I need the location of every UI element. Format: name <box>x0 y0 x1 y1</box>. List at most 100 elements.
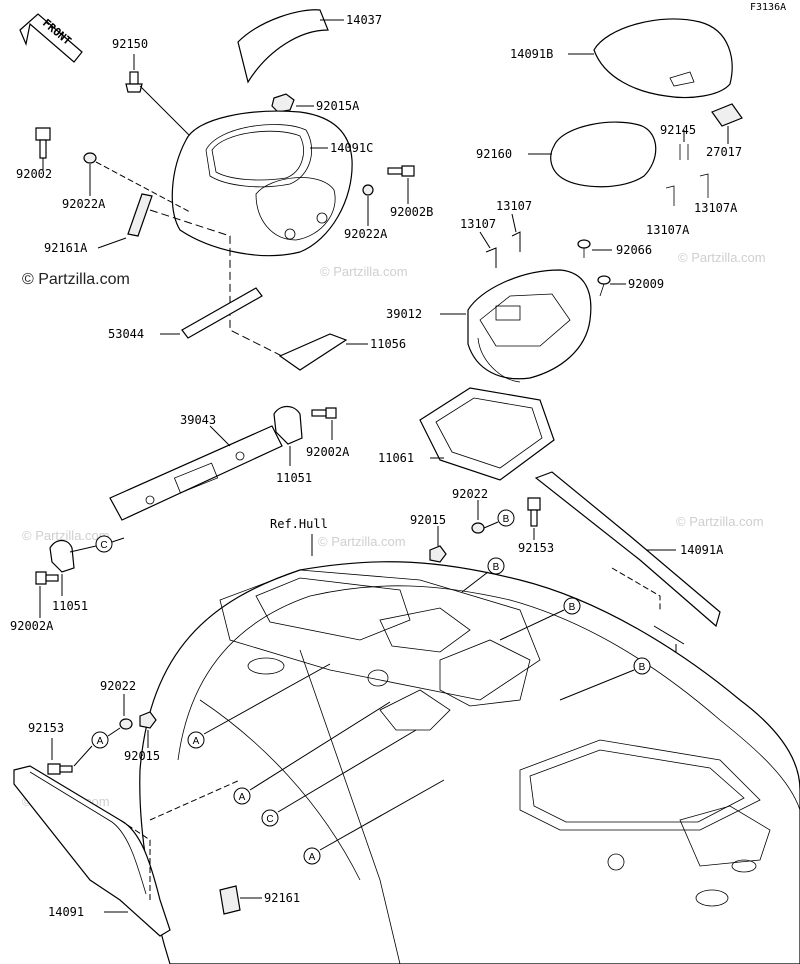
watermark-main: © Partzilla.com <box>22 271 130 288</box>
bracket-part <box>273 405 303 445</box>
lid-part <box>593 18 733 99</box>
part-label: 13107A <box>646 223 690 237</box>
nut-icon <box>271 93 295 113</box>
callout-b <box>633 657 651 675</box>
bolt-icon <box>527 497 541 527</box>
part-label: 27017 <box>706 145 742 159</box>
callout-label: B <box>639 662 646 673</box>
part-label: 53044 <box>108 327 144 341</box>
callout-b <box>563 597 581 615</box>
part-label: 92022 <box>100 679 136 693</box>
strip-part <box>219 885 241 915</box>
strip-part <box>127 193 153 237</box>
tag-part <box>711 103 743 127</box>
nut-icon <box>139 711 157 729</box>
callout-label: B <box>503 514 510 525</box>
washer-icon <box>83 152 97 164</box>
part-label: 11051 <box>52 599 88 613</box>
callout-label: B <box>569 602 576 613</box>
nut-icon <box>429 545 447 563</box>
watermark: © Partzilla.com <box>676 514 764 529</box>
screw-icon <box>577 239 591 258</box>
part-label: 92153 <box>518 541 554 555</box>
bolt-icon <box>125 71 143 93</box>
side-cover-part <box>534 471 721 628</box>
callout-c <box>261 809 279 827</box>
pad-part <box>550 121 657 188</box>
part-label: 92150 <box>112 37 148 51</box>
part-label: 11051 <box>276 471 312 485</box>
part-label: 92022A <box>344 227 388 241</box>
part-label: 92022 <box>452 487 488 501</box>
part-label: 92015 <box>124 749 160 763</box>
clip-icon <box>511 231 521 252</box>
part-label: 14091C <box>330 141 373 155</box>
callout-label: C <box>100 540 107 551</box>
clip-icon <box>665 185 675 206</box>
figure-code: F3136A <box>750 2 786 13</box>
part-label: 11061 <box>378 451 414 465</box>
part-label: 13107 <box>496 199 532 213</box>
bolt-icon <box>387 165 415 177</box>
rod-part <box>181 287 263 339</box>
bracket-part <box>49 539 75 573</box>
clip-icon <box>699 173 709 198</box>
callout-label: A <box>97 736 104 747</box>
bolt-icon <box>47 763 73 775</box>
front-arrow-icon: FRONT <box>19 13 83 63</box>
instrument-cover-part <box>171 110 353 257</box>
gasket-part <box>419 387 555 481</box>
callout-label: C <box>266 814 273 825</box>
callout-a <box>91 731 109 749</box>
part-label: 92153 <box>28 721 64 735</box>
part-label: 92066 <box>616 243 652 257</box>
part-label: 92022A <box>62 197 106 211</box>
part-label: 92015 <box>410 513 446 527</box>
callout-a <box>233 787 251 805</box>
part-label: 14037 <box>346 13 382 27</box>
watermark: © Partzilla.com <box>320 264 408 279</box>
part-label: 14091 <box>48 905 84 919</box>
part-label: 13107 <box>460 217 496 231</box>
storage-bin-part <box>467 269 592 380</box>
watermark: © Partzilla.com <box>22 528 110 543</box>
part-label: 92002 <box>16 167 52 181</box>
callout-c <box>95 535 113 553</box>
clip-icon <box>485 247 497 268</box>
washer-icon <box>119 718 133 730</box>
part-label: 14091A <box>680 543 724 557</box>
visor-part <box>237 9 329 84</box>
part-label: 92145 <box>660 123 696 137</box>
bolt-icon <box>311 407 337 419</box>
watermark: © Partzilla.com <box>678 250 766 265</box>
callout-label: A <box>239 792 246 803</box>
panel-part <box>109 425 283 521</box>
part-label: 92002A <box>10 619 54 633</box>
part-label: 92161 <box>264 891 300 905</box>
screw-icon <box>597 275 611 297</box>
part-label: 39012 <box>386 307 422 321</box>
bolt-icon <box>35 127 51 159</box>
callout-b <box>497 509 515 527</box>
callout-label: A <box>309 852 316 863</box>
ref-hull-label: Ref.Hull <box>270 517 328 531</box>
part-label: 39043 <box>180 413 216 427</box>
part-label: 92161A <box>44 241 88 255</box>
callout-label: A <box>193 736 200 747</box>
callout-a <box>187 731 205 749</box>
part-label: 92009 <box>628 277 664 291</box>
part-label: 11056 <box>370 337 406 351</box>
part-label: 92015A <box>316 99 360 113</box>
part-label: 92002A <box>306 445 350 459</box>
part-label: 14091B <box>510 47 553 61</box>
watermark: © Partzilla.com <box>318 534 406 549</box>
part-label: 92160 <box>476 147 512 161</box>
bolt-icon <box>35 571 59 585</box>
washer-icon <box>362 184 374 196</box>
part-label: 13107A <box>694 201 738 215</box>
bracket-part <box>278 333 348 371</box>
callout-label: B <box>493 562 500 573</box>
callout-b <box>487 557 505 575</box>
washer-icon <box>471 522 485 534</box>
